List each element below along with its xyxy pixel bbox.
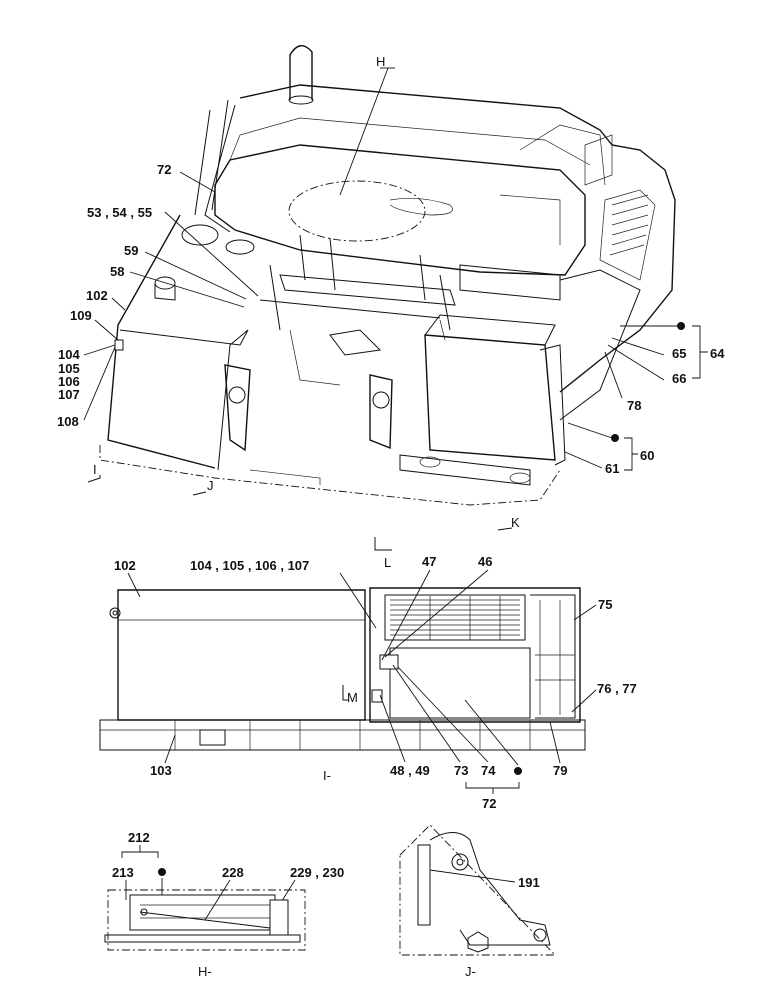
isometric-view: H — [57, 45, 725, 531]
callout-47: 47 — [422, 554, 436, 569]
callout-102-i: 102 — [114, 558, 136, 573]
callout-53-54-55: 53 , 54 , 55 — [87, 205, 152, 220]
callout-74: 74 — [481, 763, 496, 778]
callout-191: 191 — [518, 875, 540, 890]
callout-58: 58 — [110, 264, 124, 279]
view-i: L M 102 104 , 105 , 106 , 107 47 46 75 7… — [99, 537, 637, 811]
callout-108: 108 — [57, 414, 79, 429]
view-h-title: H- — [198, 964, 212, 979]
callout-212: 212 — [128, 830, 150, 845]
callout-104: 104 — [58, 347, 80, 362]
callout-109: 109 — [70, 308, 92, 323]
kit-dot-72 — [514, 767, 522, 775]
callout-46: 46 — [478, 554, 492, 569]
callout-105: 105 — [58, 361, 80, 376]
kit-dot-60 — [611, 434, 619, 442]
callout-73: 73 — [454, 763, 468, 778]
callout-76-77: 76 , 77 — [597, 681, 637, 696]
callout-79: 79 — [553, 763, 567, 778]
callout-64: 64 — [710, 346, 725, 361]
kit-dot-64 — [677, 322, 685, 330]
view-marker-k: K — [511, 515, 520, 530]
callout-48-49: 48 , 49 — [390, 763, 430, 778]
view-j-title: J- — [465, 964, 476, 979]
callout-60: 60 — [640, 448, 654, 463]
kit-dot-212 — [158, 868, 166, 876]
view-marker-i: I — [93, 462, 97, 477]
detail-h-ellipse — [288, 180, 426, 242]
callout-72: 72 — [157, 162, 171, 177]
view-j: 191 J- — [399, 824, 557, 979]
view-marker-j: J — [207, 478, 214, 493]
callout-106: 106 — [58, 374, 80, 389]
view-marker-l: L — [384, 555, 391, 570]
callout-103: 103 — [150, 763, 172, 778]
callout-102: 102 — [86, 288, 108, 303]
view-marker-m: M — [347, 690, 358, 705]
view-i-title: I- — [323, 768, 331, 783]
view-h: 212 213 228 229 , 230 H- — [104, 830, 344, 979]
callout-61: 61 — [605, 461, 619, 476]
callout-229-230: 229 , 230 — [290, 865, 344, 880]
callout-75: 75 — [598, 597, 612, 612]
callout-78: 78 — [627, 398, 641, 413]
callout-228: 228 — [222, 865, 244, 880]
callout-72-i: 72 — [482, 796, 496, 811]
callout-213: 213 — [112, 865, 134, 880]
callout-59: 59 — [124, 243, 138, 258]
view-marker-h: H — [376, 54, 385, 69]
callout-104-107: 104 , 105 , 106 , 107 — [190, 558, 309, 573]
callout-65: 65 — [672, 346, 686, 361]
callout-107: 107 — [58, 387, 80, 402]
callout-66: 66 — [672, 371, 686, 386]
